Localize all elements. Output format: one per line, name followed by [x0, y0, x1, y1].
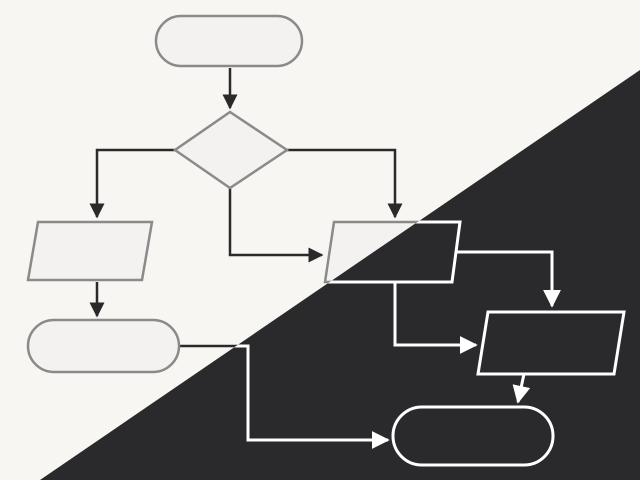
edge-decision-to-io-right-b — [228, 188, 324, 263]
node-end-left-terminator — [26, 318, 181, 374]
edge-io-lower-right-to-end-right-dark — [512, 373, 531, 404]
edge-decision-to-io-left — [89, 148, 175, 219]
edge-io-right-to-io-lower-right-a-dark — [455, 250, 561, 308]
node-start-terminator — [154, 14, 304, 68]
node-io-left — [26, 220, 154, 282]
node-decision — [172, 110, 290, 190]
edge-decision-to-io-right-a — [287, 148, 403, 219]
node-end-right-terminator-dark — [391, 405, 555, 467]
node-io-lower-right-dark — [476, 310, 626, 376]
edge-io-right-to-io-lower-right-b-dark — [393, 282, 478, 354]
